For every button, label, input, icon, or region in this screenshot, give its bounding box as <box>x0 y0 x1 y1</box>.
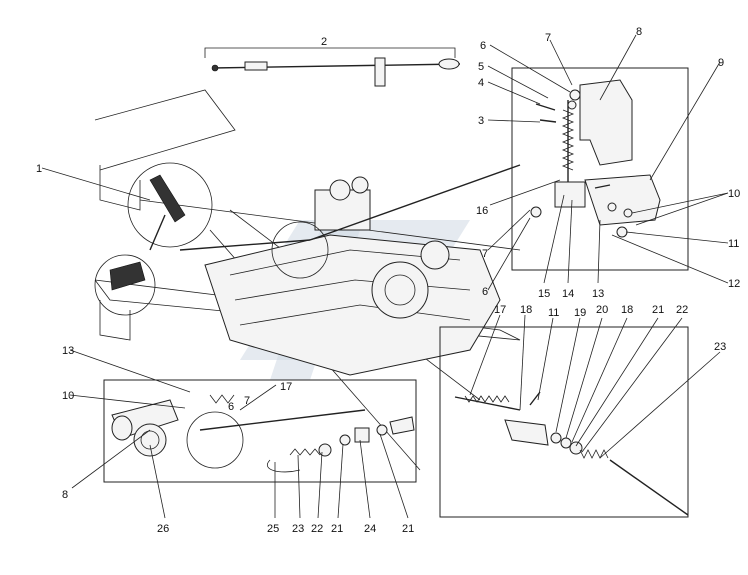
callout-6: 6 <box>480 40 486 52</box>
callout-8b: 8 <box>62 489 68 501</box>
callout-9: 9 <box>718 57 724 69</box>
callout-7: 7 <box>545 32 551 44</box>
cable-end-detail-frame <box>439 326 689 518</box>
top-cable-assembly <box>204 47 461 87</box>
callout-10b: 10 <box>62 390 74 402</box>
callout-18b: 18 <box>621 304 633 316</box>
callout-24: 24 <box>364 523 376 535</box>
callout-7c: 7 <box>244 395 250 407</box>
leader-lines <box>41 34 729 519</box>
callout-14: 14 <box>562 288 574 300</box>
callout-18: 18 <box>520 304 532 316</box>
callout-26: 26 <box>157 523 169 535</box>
callout-21c: 21 <box>402 523 414 535</box>
pedal-detail-circle <box>127 162 213 251</box>
callout-6b: 6 <box>482 286 488 298</box>
callout-22b: 22 <box>311 523 323 535</box>
callout-11: 11 <box>728 238 739 250</box>
lever-detail-circle <box>94 254 156 316</box>
callout-6c: 6 <box>228 401 234 413</box>
callout-2: 2 <box>321 36 327 48</box>
bracket-detail-frame <box>511 67 689 271</box>
engine-block <box>179 164 521 376</box>
callout-13b: 13 <box>62 345 74 357</box>
callout-11b: 11 <box>548 307 559 319</box>
callout-1: 1 <box>36 163 42 175</box>
callout-10: 10 <box>728 188 740 200</box>
callout-labels: 1 2 3 4 5 6 7 8 9 10 11 12 13 14 15 16 7… <box>36 26 740 535</box>
callout-12: 12 <box>728 278 740 290</box>
callout-13: 13 <box>592 288 604 300</box>
callout-15: 15 <box>538 288 550 300</box>
callout-17b: 17 <box>280 381 292 393</box>
callout-21b: 21 <box>331 523 343 535</box>
callout-19: 19 <box>574 307 586 319</box>
callout-8: 8 <box>636 26 642 38</box>
callout-25: 25 <box>267 523 279 535</box>
callout-23: 23 <box>714 341 726 353</box>
callout-4: 4 <box>478 77 484 89</box>
pedal-linkage-detail-frame <box>103 379 417 483</box>
callout-16: 16 <box>476 205 488 217</box>
callout-5: 5 <box>478 61 484 73</box>
callout-23b: 23 <box>292 523 304 535</box>
callout-7b: 7 <box>482 248 488 260</box>
callout-21: 21 <box>652 304 664 316</box>
callout-20: 20 <box>596 304 608 316</box>
callout-22: 22 <box>676 304 688 316</box>
callout-17: 17 <box>494 304 506 316</box>
callout-3: 3 <box>478 115 484 127</box>
